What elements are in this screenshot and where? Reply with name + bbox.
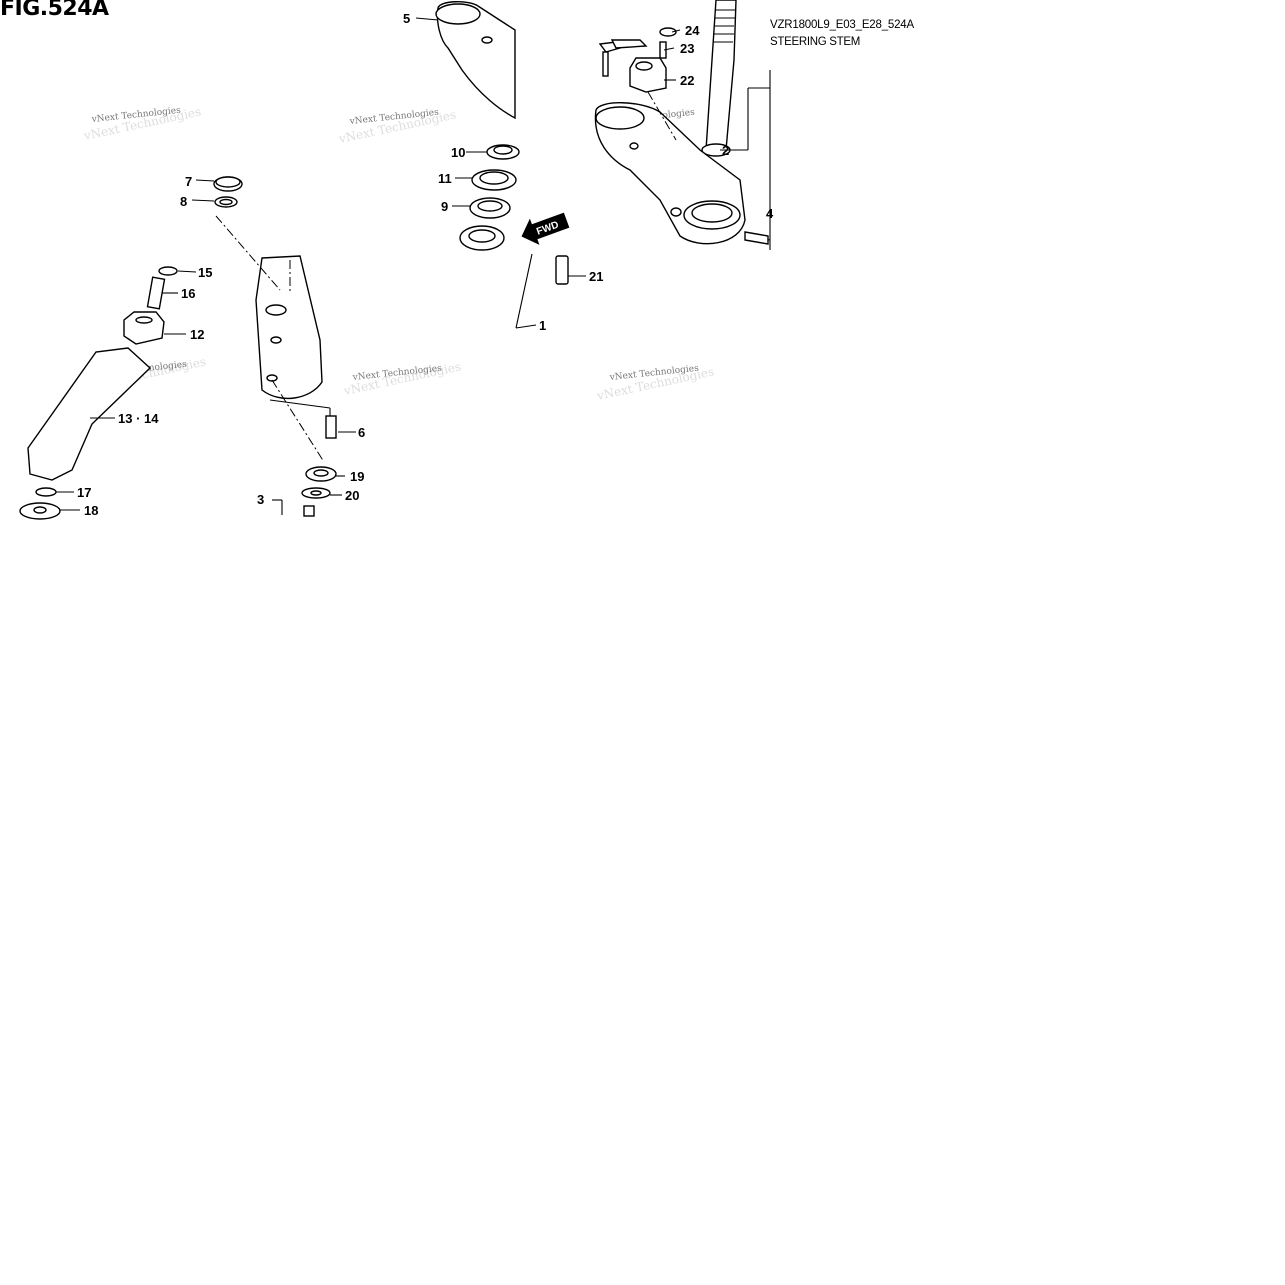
callout-21: 21 [589,269,603,284]
callout-1: 1 [539,318,546,333]
callout-7: 7 [185,174,192,189]
callout-23: 23 [680,41,694,56]
model-code: VZR1800L9_E03_E28_524A [770,19,914,31]
callout-2: 2 [722,143,729,158]
callout-16: 16 [181,286,195,301]
callout-15: 15 [198,265,212,280]
callout-10: 10 [451,145,465,160]
callout-4: 4 [766,206,774,221]
fwd-arrow: FWD [521,212,570,245]
callout-24: 24 [685,23,700,38]
bolt-part-21 [555,255,569,285]
callout-3: 3 [257,492,264,507]
lower-bracket [594,102,771,245]
callouts: 5 10 11 9 24 23 22 2 4 7 8 15 16 12 13 ·… [77,11,774,518]
upper-bracket-part-5 [435,1,516,120]
callout-5: 5 [403,11,410,26]
callout-6: 6 [358,425,365,440]
centre-lines [215,91,677,463]
callout-8: 8 [180,194,187,209]
callout-19: 19 [350,469,364,484]
figure-title: FIG.524A [0,0,109,21]
callout-9: 9 [441,199,448,214]
steering-stem-part-2 [701,0,737,157]
callout-12: 12 [190,327,204,342]
center-fork-clamp [255,255,337,517]
ignition-switch [598,27,677,93]
callout-13-14: 13 · 14 [118,411,159,426]
callout-18: 18 [84,503,98,518]
bearing-stack [459,144,520,251]
callout-22: 22 [680,73,694,88]
callout-20: 20 [345,488,359,503]
callout-17: 17 [77,485,91,500]
callout-11: 11 [438,171,452,186]
section-name: STEERING STEM [770,36,861,48]
left-handlebar-assembly [19,176,243,520]
leader-lines [56,17,771,515]
